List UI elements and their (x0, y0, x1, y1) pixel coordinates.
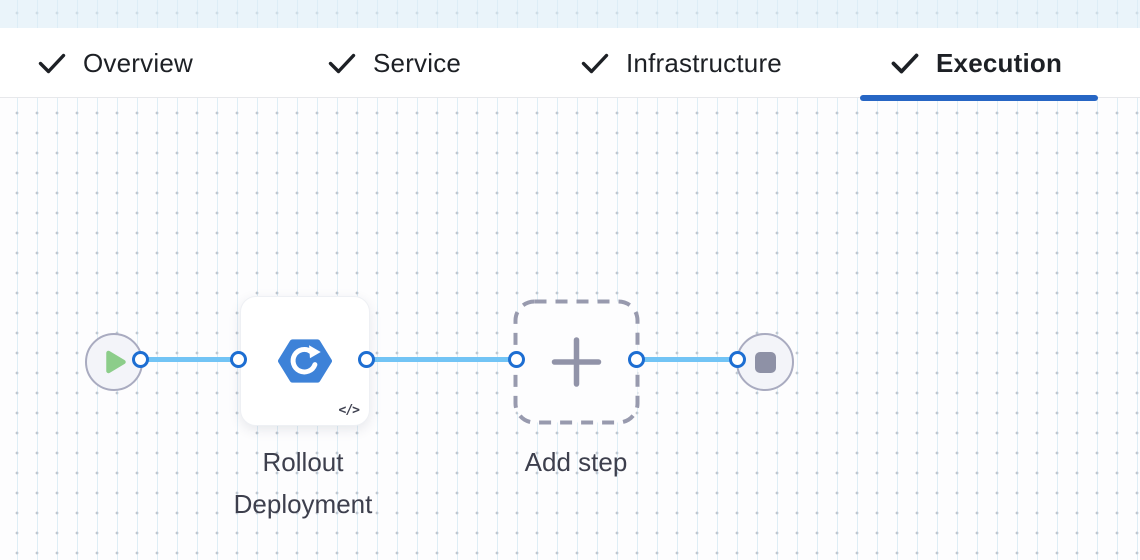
tab-label: Overview (83, 47, 193, 78)
step-node-rollout-deployment[interactable]: </> (240, 296, 370, 426)
canvas-top-strip (0, 0, 1140, 28)
tab-infrastructure[interactable]: Infrastructure (581, 28, 782, 98)
check-icon (891, 53, 919, 74)
add-step-button[interactable] (513, 299, 640, 425)
connector-port[interactable] (132, 351, 149, 368)
connector-port[interactable] (628, 351, 645, 368)
pipeline-end-node[interactable] (736, 333, 794, 391)
connector-port[interactable] (358, 351, 375, 368)
pipeline-connector (637, 357, 738, 362)
check-icon (38, 53, 66, 74)
add-step-label: Add step (524, 447, 628, 477)
connector-port[interactable] (230, 351, 247, 368)
tab-label: Service (373, 47, 462, 78)
pipeline-connector (141, 357, 239, 362)
play-icon (104, 349, 128, 375)
tab-execution[interactable]: Execution (891, 28, 1062, 98)
active-tab-indicator (860, 95, 1098, 101)
connector-port[interactable] (729, 351, 746, 368)
step-label-line1: Rollout (262, 447, 344, 477)
check-icon (581, 53, 609, 74)
k8s-rollout-icon (278, 337, 332, 385)
plus-icon (551, 337, 602, 387)
code-view-badge: </> (338, 403, 361, 418)
tab-overview[interactable]: Overview (38, 28, 193, 98)
connector-port[interactable] (508, 351, 525, 368)
tab-label: Execution (936, 47, 1063, 78)
check-icon (328, 53, 356, 74)
stop-icon (754, 351, 776, 373)
step-label-line2: Deployment (233, 489, 373, 519)
tab-service[interactable]: Service (328, 28, 461, 98)
tab-label: Infrastructure (626, 47, 782, 78)
stage-tabbar: Overview Service Infrastructure Executio… (0, 28, 1140, 101)
step-label-rollout-deployment: Rollout Deployment (163, 441, 443, 525)
pipeline-connector (367, 357, 517, 362)
